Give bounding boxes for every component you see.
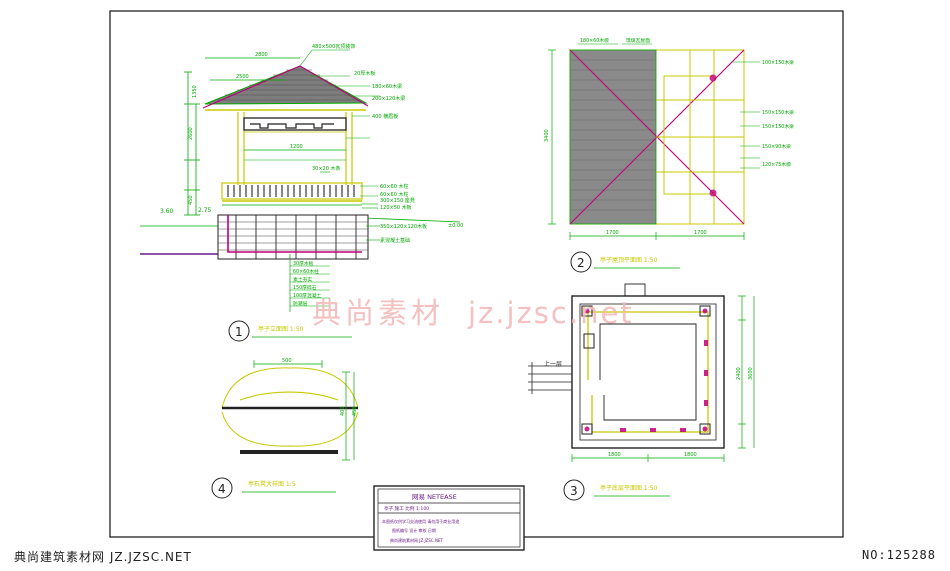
sheet-frame bbox=[109, 10, 844, 538]
title-block-line-2: 亭子 施工 比例 1:100 bbox=[384, 505, 429, 512]
ground-level-dim: ±0.00 bbox=[448, 223, 463, 229]
roof-tile-half bbox=[569, 49, 657, 225]
elev-note-6: 30×20 木条 bbox=[312, 165, 341, 172]
title-block-line-3: 本图纸仅供学习交流使用 请勿用于商业用途 bbox=[382, 518, 459, 524]
svg-text:2400: 2400 bbox=[736, 367, 742, 380]
seat-detail-caption: 亭石凳大样图 1:5 bbox=[248, 480, 296, 488]
drawing-number-2: 2 bbox=[577, 256, 585, 270]
elev-note-10: 120×50 木板 bbox=[380, 204, 412, 211]
plan-outer bbox=[571, 295, 725, 449]
elevation-caption: 亭子立面图 1:50 bbox=[258, 325, 304, 333]
drawing-number-circle-1 bbox=[228, 320, 250, 342]
svg-text:1800: 1800 bbox=[608, 452, 621, 458]
drawing-number-circle-4 bbox=[211, 477, 233, 499]
roof-plan-drawing: 3400 1700 1700 180×60木檩 琉璃瓦屋面 100×150木梁 … bbox=[544, 37, 794, 273]
elev-note-4: 200×120木梁 bbox=[372, 95, 405, 102]
step-label: 上一层 bbox=[544, 360, 562, 368]
title-block-line-4: 图纸编号 设计 审核 日期 bbox=[392, 527, 436, 533]
foundation-note-3: 素土夯实 bbox=[293, 276, 312, 283]
foundation-outline bbox=[227, 215, 362, 253]
lintel-ornament bbox=[243, 117, 347, 131]
foundation-note-2: 60×60木柱 bbox=[293, 268, 319, 275]
svg-text:1700: 1700 bbox=[606, 230, 619, 236]
svg-text:500: 500 bbox=[282, 358, 292, 364]
floor-plan-drawing: 上一层 1800 1800 2400 3600 3 亭子底层平面图 1:50 bbox=[528, 283, 755, 501]
roof-note-2: 琉璃瓦屋面 bbox=[626, 37, 650, 44]
elev-note-3: 180×60木梁 bbox=[372, 83, 402, 90]
roof-plan-caption: 亭子屋顶平面图 1:50 bbox=[600, 256, 658, 264]
svg-text:2800: 2800 bbox=[255, 52, 268, 58]
title-block-line-1: 网易 NETEASE bbox=[412, 493, 457, 501]
svg-text:1700: 1700 bbox=[694, 230, 707, 236]
svg-text:400: 400 bbox=[340, 406, 346, 416]
elev-note-5: 400 横眉板 bbox=[372, 113, 398, 120]
drawing-number-circle-2 bbox=[570, 251, 592, 273]
footer-item-number: NO:125288 bbox=[861, 548, 936, 562]
title-block-line-5: 典尚建筑素材网 JZ.JZSC.NET bbox=[390, 537, 444, 543]
roof-note-3: 100×150木梁 bbox=[762, 59, 794, 66]
roof-note-6: 150×90木梁 bbox=[762, 143, 791, 150]
title-block: 网易 NETEASE 亭子 施工 比例 1:100 本图纸仅供学习交流使用 请勿… bbox=[373, 485, 525, 551]
svg-text:2600: 2600 bbox=[188, 127, 194, 140]
foundation-note-4: 150厚碎石 bbox=[293, 284, 317, 291]
drawing-number-1: 1 bbox=[235, 325, 243, 339]
svg-text:2500: 2500 bbox=[236, 74, 249, 80]
roof-note-7: 120×75木檩 bbox=[762, 161, 791, 168]
roof-note-1: 180×60木檩 bbox=[580, 37, 609, 44]
drawing-number-4: 4 bbox=[218, 482, 226, 496]
elev-note-8: 60×60 木柱 bbox=[380, 191, 409, 198]
watermark-site: jz.jzsc.net bbox=[468, 296, 634, 330]
foundation-note-6: 防潮层 bbox=[293, 300, 308, 307]
roof-note-4: 150×150木梁 bbox=[762, 109, 794, 116]
elev-note-7: 60×60 木柱 bbox=[380, 183, 409, 190]
svg-text:1800: 1800 bbox=[684, 452, 697, 458]
svg-text:450: 450 bbox=[188, 195, 194, 205]
svg-text:3600: 3600 bbox=[748, 367, 754, 380]
elev-note-1: 480×500瓦顶装饰 bbox=[312, 43, 355, 50]
elev-note-2: 20厚木板 bbox=[354, 70, 375, 77]
svg-text:450: 450 bbox=[352, 406, 358, 416]
roof-note-5: 150×150木梁 bbox=[762, 123, 794, 130]
elev-note-12: 素混凝土基础 bbox=[380, 237, 410, 244]
railing bbox=[221, 182, 363, 200]
drawing-number-circle-3 bbox=[563, 479, 585, 501]
left-elevation-dim: 3.60 bbox=[160, 208, 174, 215]
svg-text:3400: 3400 bbox=[544, 129, 550, 142]
watermark-brand: 典尚素材 bbox=[312, 296, 445, 330]
svg-text:1200: 1200 bbox=[290, 144, 303, 150]
footer-site-label: 典尚建筑素材网 JZ.JZSC.NET bbox=[14, 550, 192, 564]
ground-line-right bbox=[364, 217, 461, 223]
foundation-note-1: 30厚木板 bbox=[293, 260, 314, 267]
svg-text:1350: 1350 bbox=[192, 85, 198, 98]
drawing-number-3: 3 bbox=[570, 484, 578, 498]
floor-plan-caption: 亭子底层平面图 1:50 bbox=[600, 484, 658, 492]
height-dim: 2.75 bbox=[198, 207, 212, 214]
seat-detail-drawing: 500 400 450 4 亭石凳大样图 1:5 bbox=[211, 358, 359, 499]
elevation-drawing: 1350 2600 450 2500 1200 2800 3.60 2.75 ±… bbox=[140, 43, 463, 342]
elev-note-9: 300×150 座凳 bbox=[380, 197, 415, 204]
seat-top-arc bbox=[239, 391, 339, 401]
foundation-note-5: 100厚混凝土 bbox=[293, 292, 322, 299]
watermark: 典尚素材 jz.jzsc.net bbox=[312, 290, 634, 332]
elev-note-11: 350×120×120木板 bbox=[380, 223, 427, 230]
